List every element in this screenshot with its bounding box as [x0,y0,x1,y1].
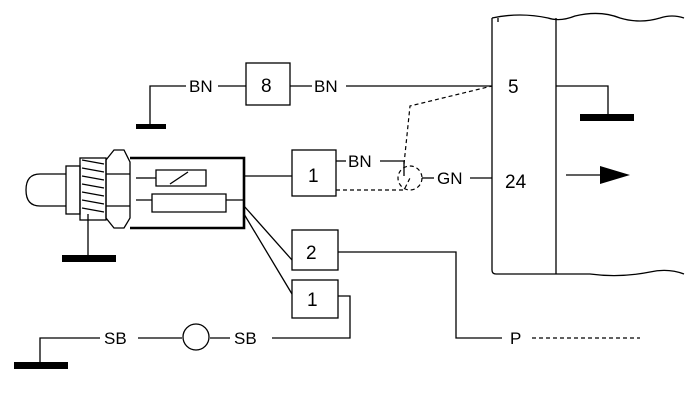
connector-1-lower-label: 1 [307,290,318,311]
label-bn-3: BN [348,152,372,171]
ecu-pin-24: 24 [505,172,527,193]
wire-p [338,251,502,339]
ecu-ground-wire [556,85,609,116]
ground-symbol-sensor [62,255,116,262]
wire-bn-left [149,85,186,128]
label-sb-1: SB [104,329,127,348]
ecu-pin-5: 5 [508,77,519,98]
oxygen-sensor [25,149,246,230]
ground-symbol-ecu [580,114,634,121]
label-sb-2: SB [234,329,257,348]
fuse-circle-icon [182,323,210,351]
wire-sb-right [272,295,351,339]
ground-symbol-top [136,124,166,129]
shield-wire-lower [336,177,411,191]
output-arrow-icon [600,166,630,184]
connector-8 [245,62,291,106]
shield-wire-to-pin5 [403,85,493,165]
connector-2-label: 2 [306,243,317,264]
shield-circle-icon [397,165,423,191]
label-bn-2: BN [314,77,338,96]
label-p: P [510,329,521,348]
connector-1-mid [291,149,337,197]
label-bn-1: BN [189,77,213,96]
ground-symbol-sb [14,362,68,369]
control-unit [491,12,685,277]
label-gn: GN [437,169,463,188]
connector-1-mid-label: 1 [308,166,319,187]
wire-sb-left [39,337,100,364]
connector-2 [291,229,339,271]
connector-1-lower [291,279,339,319]
connector-8-label: 8 [261,76,272,97]
